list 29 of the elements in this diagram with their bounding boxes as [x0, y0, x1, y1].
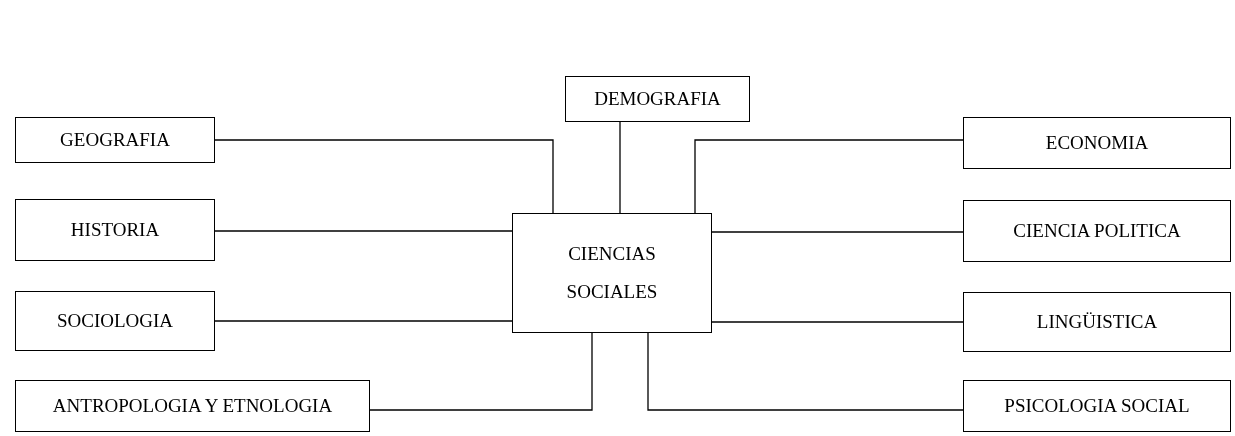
topic-label: PSICOLOGIA SOCIAL — [1004, 394, 1190, 418]
topic-box — [963, 380, 1231, 432]
topic-label: HISTORIA — [70, 218, 160, 242]
connector-line — [711, 231, 964, 233]
connector-line — [214, 320, 513, 322]
connector-line — [214, 230, 513, 232]
topic-label: ANTROPOLOGIA Y ETNOLOGIA — [52, 394, 333, 418]
topic-box — [15, 117, 215, 163]
connector-line — [711, 321, 964, 323]
connector-line — [647, 332, 964, 411]
topic-box — [15, 380, 370, 432]
topic-label: DEMOGRAFIA — [594, 87, 721, 111]
topic-box — [512, 213, 712, 333]
connector-line — [369, 332, 593, 411]
topic-label: ECONOMIA — [1045, 131, 1149, 155]
topic-label: SOCIOLOGIA — [56, 309, 174, 333]
topic-label: CIENCIAS SOCIALES — [565, 242, 659, 304]
connector-line — [619, 121, 621, 214]
topic-box — [963, 292, 1231, 352]
topic-label: LINGÜISTICA — [1036, 310, 1158, 334]
topic-label: GEOGRAFIA — [60, 128, 170, 152]
topic-box — [15, 199, 215, 261]
topic-box — [15, 291, 215, 351]
topic-box — [565, 76, 750, 122]
topic-box — [963, 117, 1231, 169]
connector-line — [694, 139, 964, 214]
connector-line — [214, 139, 554, 214]
topic-box — [963, 200, 1231, 262]
topic-label: CIENCIA POLITICA — [1013, 219, 1181, 243]
